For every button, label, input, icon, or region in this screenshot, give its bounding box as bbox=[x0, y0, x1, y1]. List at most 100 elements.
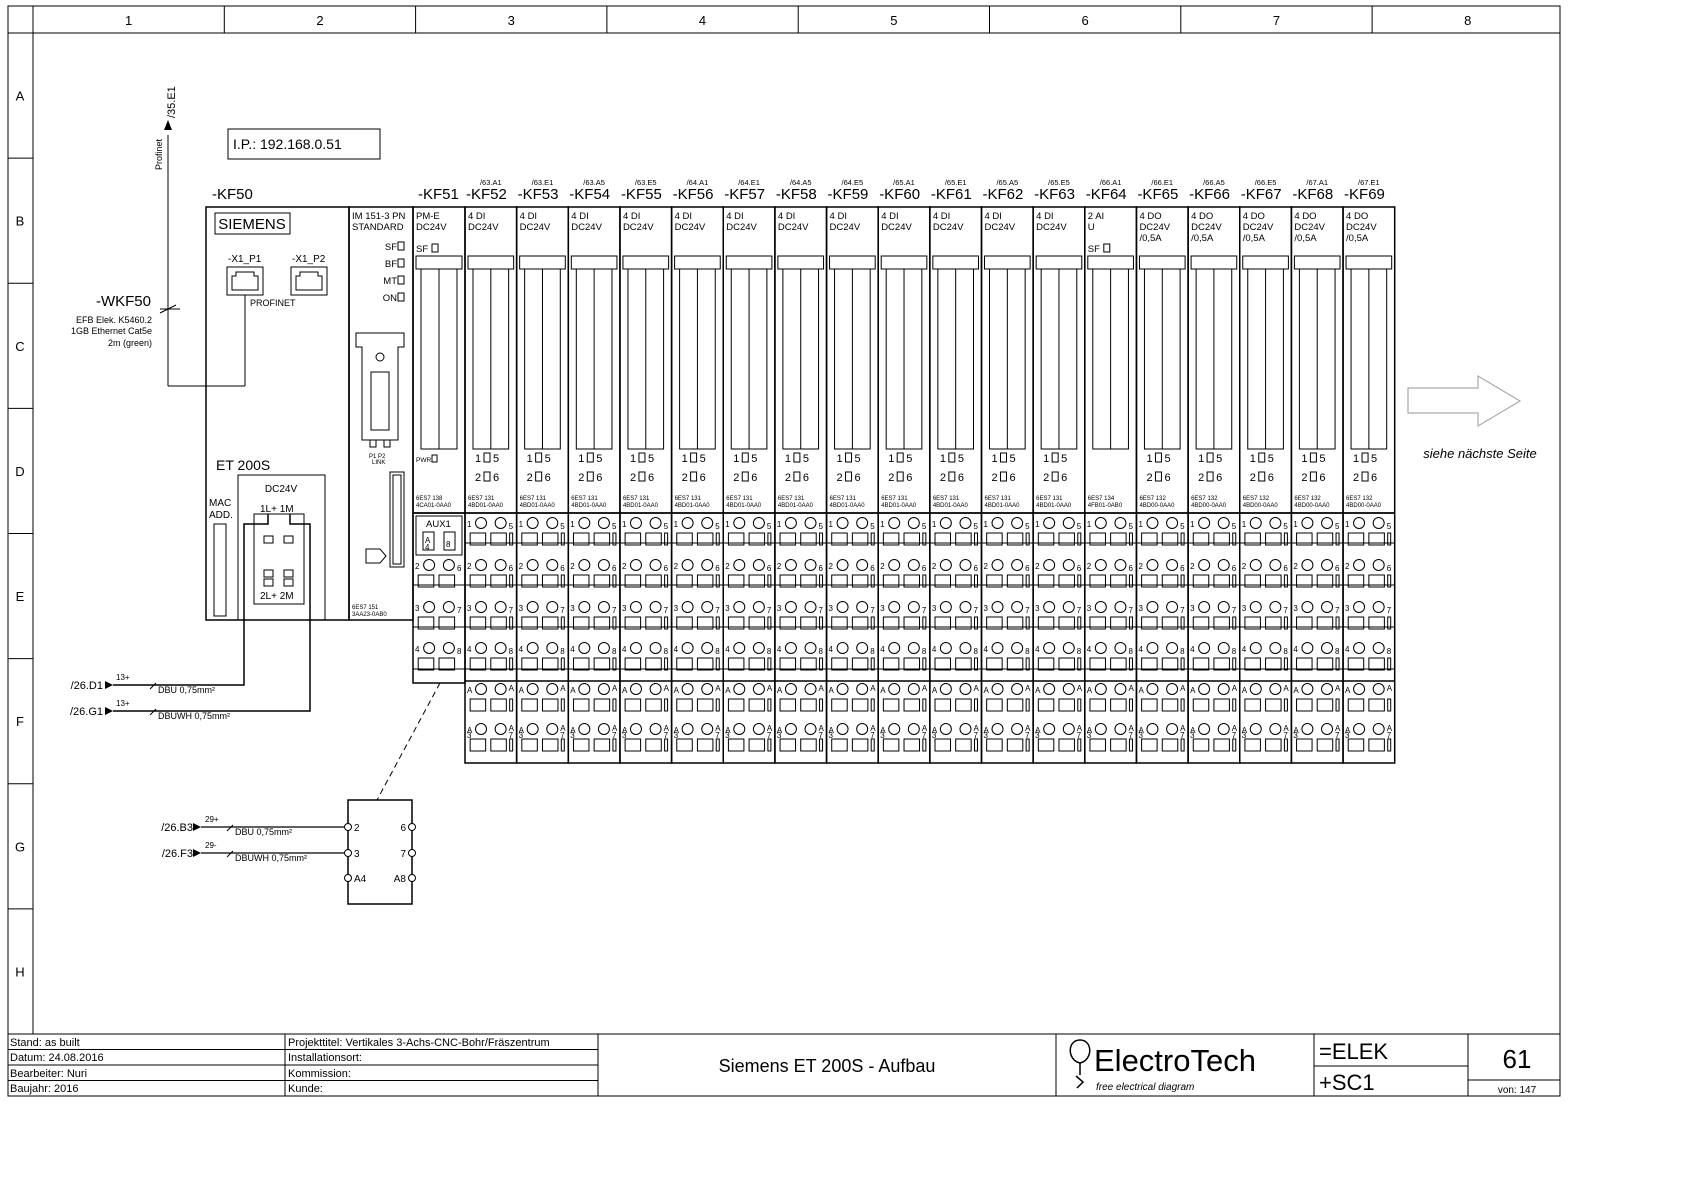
terminal-screw-icon bbox=[804, 723, 817, 735]
terminal-bridge-icon bbox=[509, 616, 514, 630]
terminal-screw-icon bbox=[681, 517, 694, 529]
row-label: D bbox=[15, 464, 24, 479]
terminal-module bbox=[1342, 512, 1396, 764]
terminal-bridge-icon bbox=[1335, 738, 1340, 752]
terminal-clamp-icon bbox=[851, 616, 869, 630]
module-tag: -KF60 bbox=[879, 186, 920, 203]
terminal-screw-icon bbox=[752, 642, 765, 654]
terminal-screw-icon bbox=[1301, 723, 1314, 735]
module-ref: /65.E5 bbox=[1048, 178, 1070, 187]
terminal-screw-icon bbox=[526, 723, 539, 735]
terminal-number: 5 bbox=[715, 522, 720, 531]
terminal-bridge-icon bbox=[560, 657, 565, 671]
terminal-screw-icon bbox=[1301, 517, 1314, 529]
terminal-number: 4 bbox=[984, 645, 989, 654]
terminal-bridge-icon bbox=[1025, 657, 1030, 671]
terminal-clamp-icon bbox=[851, 738, 869, 752]
terminal-clamp-icon bbox=[800, 616, 817, 630]
terminal-number: A bbox=[984, 686, 990, 695]
row-label: C bbox=[15, 339, 24, 354]
terminal-screw-icon bbox=[526, 559, 539, 571]
terminal-screw-icon bbox=[1011, 723, 1024, 735]
channel-led bbox=[1361, 452, 1369, 463]
module-ref: /65.A5 bbox=[996, 178, 1018, 187]
terminal-bridge-icon bbox=[560, 574, 565, 588]
terminal-clamp-icon bbox=[593, 698, 611, 712]
terminal-clamp-icon bbox=[1347, 698, 1365, 712]
terminal-screw-icon bbox=[475, 642, 488, 654]
terminal-clamp-icon bbox=[934, 574, 952, 588]
terminal-clamp-icon bbox=[882, 698, 900, 712]
terminal-number: 8 bbox=[1232, 647, 1237, 656]
terminal-number: A bbox=[1077, 684, 1083, 693]
module-ref: /63.A1 bbox=[480, 178, 502, 187]
terminal-bridge-icon bbox=[1387, 698, 1392, 712]
terminal-number: 5 bbox=[1232, 522, 1237, 531]
terminal-screw-icon bbox=[991, 683, 1004, 695]
channel-led-label: 2 bbox=[940, 472, 946, 484]
module-ref: /66.E1 bbox=[1151, 178, 1173, 187]
terminal-screw-icon bbox=[546, 517, 559, 529]
terminal-bridge-icon bbox=[612, 532, 617, 546]
terminal-clamp-icon bbox=[676, 738, 693, 752]
module-type-line: DC24V bbox=[985, 222, 1016, 233]
terminal-number: 2 bbox=[1190, 562, 1195, 571]
projekt-field: Projekttitel: Vertikales 3-Achs-CNC-Bohr… bbox=[288, 1037, 550, 1049]
terminal-number: A bbox=[1387, 684, 1393, 693]
module-part-number: 4BD01-0AA0 bbox=[933, 503, 969, 509]
channel-led-label: 6 bbox=[1371, 472, 1377, 484]
terminal-screw-icon bbox=[475, 683, 488, 695]
terminal-number: 7 bbox=[922, 731, 927, 740]
terminal-number: A bbox=[1025, 724, 1031, 733]
terminal-clamp-icon bbox=[1161, 574, 1179, 588]
terminal-number: 7 bbox=[1335, 606, 1340, 615]
terminal-clamp-icon bbox=[1296, 616, 1313, 630]
terminal-number: A bbox=[664, 724, 670, 733]
terminal-screw-icon bbox=[1043, 601, 1056, 613]
module-part-number: 4BD01-0AA0 bbox=[830, 503, 866, 509]
terminal-bridge-icon bbox=[870, 657, 875, 671]
channel-led-label: 6 bbox=[803, 472, 809, 484]
terminal-screw-icon bbox=[836, 683, 849, 695]
terminal-screw-icon bbox=[907, 723, 920, 735]
terminal-bridge-icon bbox=[1128, 532, 1133, 546]
supply-top-terminals: 1L+ 1M bbox=[260, 504, 294, 515]
terminal-screw-icon bbox=[1011, 601, 1024, 613]
terminal-number: 4 bbox=[1242, 645, 1247, 654]
module-tag: -KF62 bbox=[983, 186, 1024, 203]
siemens-brand: SIEMENS bbox=[218, 216, 286, 233]
module-part-number: 6ES7 132 bbox=[1346, 496, 1373, 502]
terminal-screw-icon bbox=[649, 601, 662, 613]
terminal-clamp-icon bbox=[521, 698, 538, 712]
terminal-clamp-icon bbox=[1006, 738, 1024, 752]
terminal-clamp-icon bbox=[1316, 574, 1334, 588]
terminal-clamp-icon bbox=[624, 574, 642, 588]
module-part-number: 6ES7 131 bbox=[623, 496, 650, 502]
terminal-clamp-icon bbox=[1058, 616, 1075, 630]
terminal-screw-icon bbox=[1114, 601, 1127, 613]
terminal-clamp-icon bbox=[1006, 616, 1024, 630]
terminal-number: 3 bbox=[519, 604, 524, 613]
terminal-number: A bbox=[1025, 684, 1031, 693]
terminal-number: A bbox=[1335, 724, 1341, 733]
terminal-clamp-icon bbox=[831, 657, 848, 671]
terminal-clamp-icon bbox=[727, 574, 745, 588]
terminal-screw-icon bbox=[888, 683, 901, 695]
module-part-number: 4BD00-0AA0 bbox=[1191, 503, 1227, 509]
terminal-screw-icon bbox=[1043, 683, 1056, 695]
module-ref: /65.A1 bbox=[893, 178, 915, 187]
terminal-number: A bbox=[664, 684, 670, 693]
terminal-clamp-icon bbox=[1037, 738, 1055, 752]
terminal-number: A bbox=[715, 724, 721, 733]
pm-aux-4: 4 bbox=[425, 543, 430, 552]
terminal-screw-icon bbox=[959, 642, 972, 654]
terminal-clamp-icon bbox=[1161, 616, 1179, 630]
terminal-clamp-icon bbox=[1368, 574, 1385, 588]
terminal-clamp-icon bbox=[572, 532, 590, 546]
terminal-number: A bbox=[715, 684, 721, 693]
module-ref: /66.A5 bbox=[1203, 178, 1225, 187]
terminal-bridge-icon bbox=[1025, 738, 1030, 752]
terminal-clamp-icon bbox=[572, 574, 590, 588]
terminal-screw-icon bbox=[681, 683, 694, 695]
terminal-screw-icon bbox=[856, 683, 869, 695]
